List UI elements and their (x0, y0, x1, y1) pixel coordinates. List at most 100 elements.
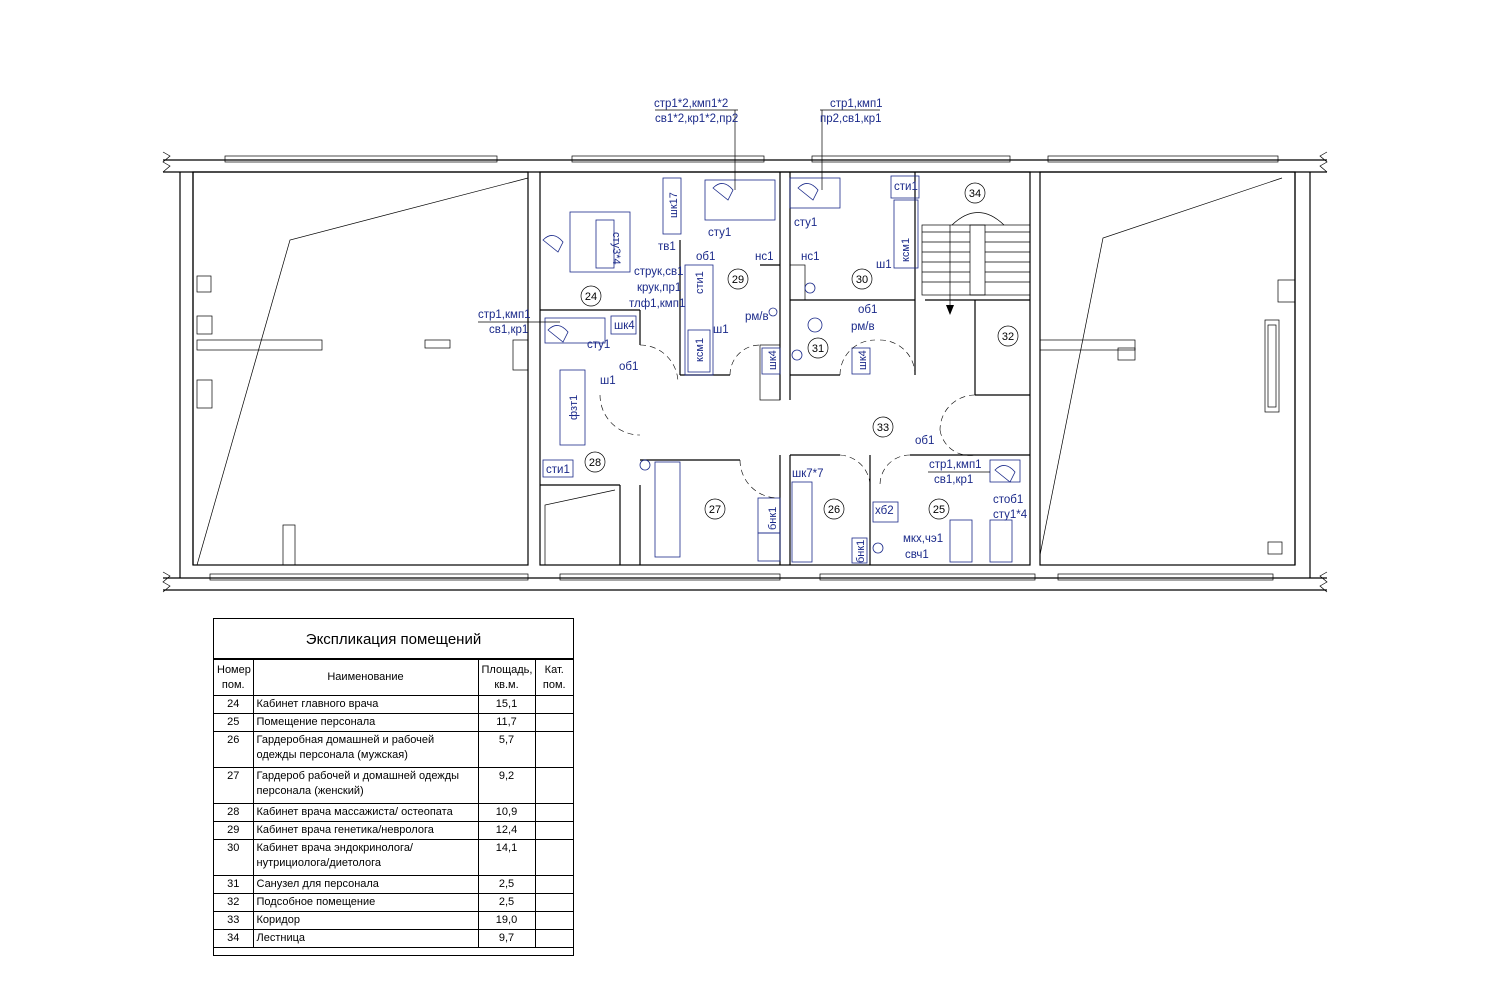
explication-title: Экспликация помещений (214, 619, 573, 659)
room-markers: 24 25 26 27 28 29 30 31 32 33 34 (580, 182, 1019, 520)
row-number: 30 (214, 839, 254, 876)
label-room29-line2: св1*2,кр1*2,пр2 (655, 113, 738, 125)
row-area: 19,0 (477, 911, 536, 930)
room-number-33: 33 (877, 422, 889, 434)
row-number: 31 (214, 875, 254, 894)
left-hall (192, 171, 529, 566)
label-ob1-room28: об1 (619, 361, 638, 373)
room-number-31: 31 (812, 343, 824, 355)
row-name: Коридор (252, 911, 479, 930)
row-name: Гардероб рабочей и домашней одежды персо… (252, 767, 479, 804)
label-shk17: шк17 (668, 192, 680, 218)
outer-walls (162, 151, 1328, 593)
row-area: 9,2 (477, 767, 536, 804)
equipment-labels: стр1*2,кмп1*2 св1*2,кр1*2,пр2 стр1,кмп1 … (478, 98, 1028, 563)
row-category (534, 893, 573, 912)
central-block (539, 171, 1031, 566)
label-shk4-room29: шк4 (767, 350, 779, 370)
row-area: 12,4 (477, 821, 536, 840)
header-area: Площадь, кв.м. (477, 659, 536, 696)
doors (599, 339, 976, 499)
room-number-34: 34 (969, 188, 981, 200)
row-name: Лестница (252, 929, 479, 948)
explication-header-row: Номер пом. Наименование Площадь, кв.м. К… (214, 659, 573, 696)
label-stob1: стоб1 (993, 494, 1023, 506)
room-number-29: 29 (732, 274, 744, 286)
label-struk-line3: тлф1,кмп1 (629, 298, 685, 310)
label-ns1-room29: нс1 (755, 251, 774, 263)
row-number: 29 (214, 821, 254, 840)
row-category (534, 821, 573, 840)
row-name: Кабинет главного врача (252, 695, 479, 714)
label-room29-line1: стр1*2,кмп1*2 (654, 98, 728, 110)
row-name: Подсобное помещение (252, 893, 479, 912)
floor-plan: 24 25 26 27 28 29 30 31 32 33 34 стр1*2,… (162, 98, 1328, 593)
label-tv1: тв1 (658, 241, 676, 253)
header-number: Номер пом. (214, 659, 254, 696)
label-bnk1-room27: бнк1 (767, 507, 779, 530)
row-number: 32 (214, 893, 254, 912)
label-xb2: хб2 (875, 505, 894, 517)
row-category (534, 695, 573, 714)
label-ob1-room30: об1 (858, 304, 877, 316)
label-ob1-room33: об1 (915, 435, 934, 447)
furniture (542, 175, 1021, 564)
label-sti1-room30: сти1 (894, 181, 918, 193)
row-name: Кабинет врача эндокринолога/ нутрициолог… (252, 839, 479, 876)
row-number: 34 (214, 929, 254, 948)
label-sh1-room29: ш1 (713, 324, 729, 336)
label-fzt1: фзт1 (568, 395, 580, 420)
row-category (534, 911, 573, 930)
label-stu1-room28: сту1 (587, 339, 610, 351)
row-category (534, 731, 573, 768)
label-room25-line1: стр1,кмп1 (929, 459, 982, 471)
header-category: Кат. пом. (534, 659, 573, 696)
row-name: Гардеробная домашней и рабочей одежды пе… (252, 731, 479, 768)
row-number: 25 (214, 713, 254, 732)
label-rmv-room31: рм/в (851, 321, 875, 333)
row-category (534, 875, 573, 894)
row-area: 11,7 (477, 713, 536, 732)
label-stu1-room30: сту1 (794, 217, 817, 229)
row-number: 26 (214, 731, 254, 768)
row-area: 10,9 (477, 803, 536, 822)
staircase (921, 212, 1031, 315)
row-category (534, 713, 573, 732)
label-struk-line2: крук,пр1 (637, 282, 681, 294)
row-area: 9,7 (477, 929, 536, 948)
label-room28-line2: св1,кр1 (489, 324, 528, 336)
label-sti1-room29: сти1 (694, 271, 706, 294)
row-area: 2,5 (477, 893, 536, 912)
row-category (534, 803, 573, 822)
room-number-26: 26 (828, 504, 840, 516)
label-stu1-room29: сту1 (708, 227, 731, 239)
label-ksm1-room30: ксм1 (900, 238, 912, 262)
header-name: Наименование (252, 659, 479, 696)
label-svch1: свч1 (905, 549, 929, 561)
room-number-32: 32 (1002, 331, 1014, 343)
label-shk4-room28: шк4 (614, 320, 635, 332)
label-ob1-room29: об1 (696, 251, 715, 263)
label-rmv-room29: рм/в (745, 311, 769, 323)
label-sh1-room28: ш1 (600, 375, 616, 387)
label-room30-line2: пр2,св1,кр1 (820, 113, 882, 125)
label-room28-line1: стр1,кмп1 (478, 309, 531, 321)
label-stu14: сту1*4 (993, 509, 1028, 521)
room-number-24: 24 (585, 291, 597, 303)
row-number: 27 (214, 767, 254, 804)
room-number-25: 25 (933, 504, 945, 516)
row-area: 2,5 (477, 875, 536, 894)
room-number-28: 28 (589, 457, 601, 469)
row-number: 24 (214, 695, 254, 714)
label-shk4-room31: шк4 (857, 350, 869, 370)
